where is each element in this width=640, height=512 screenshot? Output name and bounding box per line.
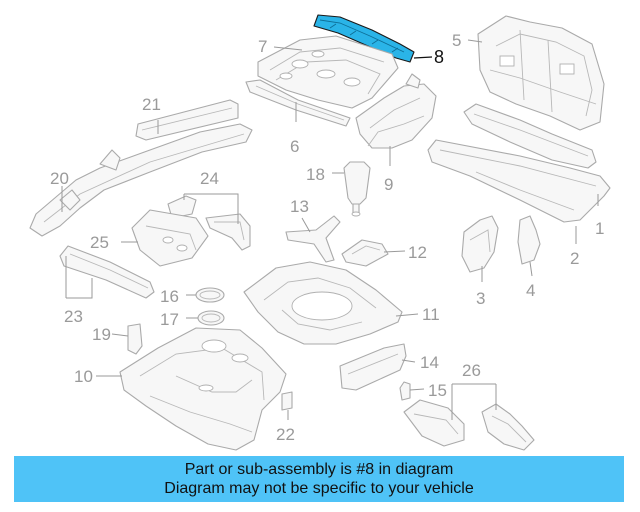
part-25 [131,209,209,267]
part-26 [403,399,535,451]
callout-6: 6 [290,137,299,156]
caption-line-1: Part or sub-assembly is #8 in diagram [184,461,454,478]
part-5 [477,15,605,131]
caption-line-2: Diagram may not be specific to your vehi… [164,480,474,497]
callout-7: 7 [258,37,267,56]
callout-26: 26 [462,361,481,380]
part-18 [343,161,371,217]
part-8-highlighted[interactable] [313,14,415,63]
part-6 [245,79,351,127]
part-11 [243,261,403,345]
caption-bar: Part or sub-assembly is #8 in diagram Di… [14,456,624,502]
part-12 [341,239,389,267]
callout-17: 17 [160,310,179,329]
part-22 [281,391,293,411]
callout-12: 12 [408,243,427,262]
leader-lines [61,39,599,420]
callout-18: 18 [306,165,325,184]
part-13 [285,215,341,263]
callout-23: 23 [64,307,83,326]
callout-8: 8 [434,47,444,67]
callout-9: 9 [384,175,393,194]
part-8-leader [413,56,433,59]
callout-20: 20 [50,169,69,188]
callout-labels: 1 2 3 4 5 6 7 8 9 10 11 12 13 14 15 16 1… [50,31,604,444]
callout-5: 5 [452,31,461,50]
callout-10: 10 [74,367,93,386]
callout-19: 19 [92,325,111,344]
callout-25: 25 [90,233,109,252]
part-4 [463,103,597,265]
part-24 [167,195,251,251]
part-14 [339,343,407,391]
part-23 [59,245,155,299]
parts-diagram: 1 2 3 4 5 6 7 8 9 10 11 12 13 14 15 16 1… [29,14,611,451]
callout-21: 21 [142,95,161,114]
callout-1: 1 [595,219,604,238]
part-1 [427,139,611,223]
part-3 [461,215,499,273]
callout-15: 15 [428,381,447,400]
callout-13: 13 [290,197,309,216]
callout-2: 2 [570,249,579,268]
part-21 [135,99,239,141]
part-15 [399,381,411,401]
callout-14: 14 [420,353,439,372]
part-19 [127,323,143,355]
part-10 [119,327,287,451]
callout-24: 24 [200,169,219,188]
callout-22: 22 [276,425,295,444]
part-7 [257,35,399,109]
part-17 [197,310,225,326]
callout-11: 11 [422,305,440,324]
callout-3: 3 [476,289,485,308]
callout-16: 16 [160,287,179,306]
callout-4: 4 [526,281,535,300]
part-16 [195,287,225,303]
part-9 [355,73,437,149]
